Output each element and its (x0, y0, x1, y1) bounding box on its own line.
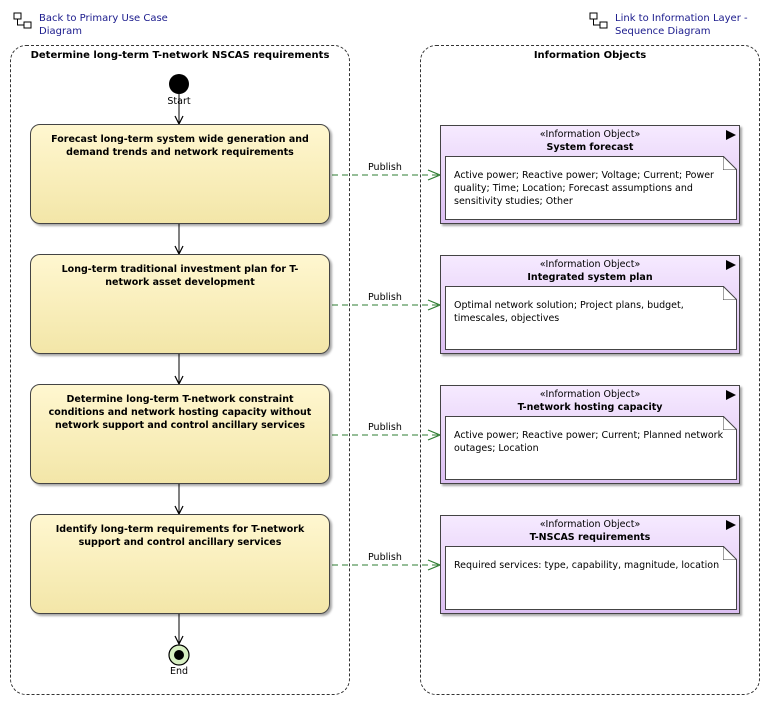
back-to-use-case-link[interactable]: Back to Primary Use Case Diagram (13, 12, 168, 38)
publish-label: Publish (368, 292, 402, 303)
start-label: Start (167, 96, 191, 107)
end-label: End (169, 666, 189, 677)
note-fold-icon (723, 546, 737, 560)
info-object-hosting-capacity[interactable]: «Information Object» T-network hosting c… (440, 385, 740, 484)
process-partition-title: Determine long-term T-network NSCAS requ… (30, 50, 330, 61)
sequence-diagram-link[interactable]: Link to Information Layer - Sequence Dia… (589, 12, 748, 38)
diagram-link-icon (13, 12, 32, 29)
action-investment-plan[interactable]: Long-term traditional investment plan fo… (30, 254, 330, 354)
info-object-nscas-requirements[interactable]: «Information Object» T-NSCAS requirement… (440, 515, 740, 614)
info-attributes: Optimal network solution; Project plans,… (445, 286, 737, 350)
info-name: System forecast (546, 142, 634, 153)
note-fold-icon (723, 416, 737, 430)
info-name: T-network hosting capacity (517, 402, 663, 413)
back-link-text[interactable]: Back to Primary Use Case Diagram (39, 13, 168, 37)
action-label: Identify long-term requirements for T-ne… (55, 524, 305, 548)
info-objects-partition: Information Objects (420, 45, 760, 695)
flag-triangle-icon (726, 260, 736, 270)
info-name: Integrated system plan (527, 272, 653, 283)
publish-label: Publish (368, 162, 402, 173)
start-node (169, 74, 189, 94)
info-object-system-forecast[interactable]: «Information Object» System forecast Act… (440, 125, 740, 224)
info-stereotype: «Information Object» (539, 129, 641, 140)
info-stereotype: «Information Object» (539, 519, 641, 530)
info-attributes: Active power; Reactive power; Current; P… (445, 416, 737, 480)
note-fold-icon (723, 156, 737, 170)
note-fold-icon (723, 286, 737, 300)
action-label: Long-term traditional investment plan fo… (61, 264, 299, 288)
flag-triangle-icon (726, 520, 736, 530)
info-stereotype: «Information Object» (539, 259, 641, 270)
action-nscas-requirements[interactable]: Identify long-term requirements for T-ne… (30, 514, 330, 614)
end-node-core (174, 650, 184, 660)
process-partition: Determine long-term T-network NSCAS requ… (10, 45, 350, 695)
publish-label: Publish (368, 422, 402, 433)
flag-triangle-icon (726, 390, 736, 400)
info-stereotype: «Information Object» (539, 389, 641, 400)
action-hosting-capacity[interactable]: Determine long-term T-network constraint… (30, 384, 330, 484)
action-label: Determine long-term T-network constraint… (48, 394, 312, 431)
flag-triangle-icon (726, 130, 736, 140)
action-forecast[interactable]: Forecast long-term system wide generatio… (30, 124, 330, 224)
diagram-link-icon (589, 12, 608, 29)
info-partition-title: Information Objects (533, 50, 647, 61)
info-name: T-NSCAS requirements (529, 532, 651, 543)
info-object-integrated-plan[interactable]: «Information Object» Integrated system p… (440, 255, 740, 354)
forward-link-text[interactable]: Link to Information Layer - Sequence Dia… (615, 13, 748, 37)
action-label: Forecast long-term system wide generatio… (51, 134, 309, 158)
info-attributes: Active power; Reactive power; Voltage; C… (445, 156, 737, 220)
info-attributes: Required services: type, capability, mag… (445, 546, 737, 610)
publish-label: Publish (368, 552, 402, 563)
